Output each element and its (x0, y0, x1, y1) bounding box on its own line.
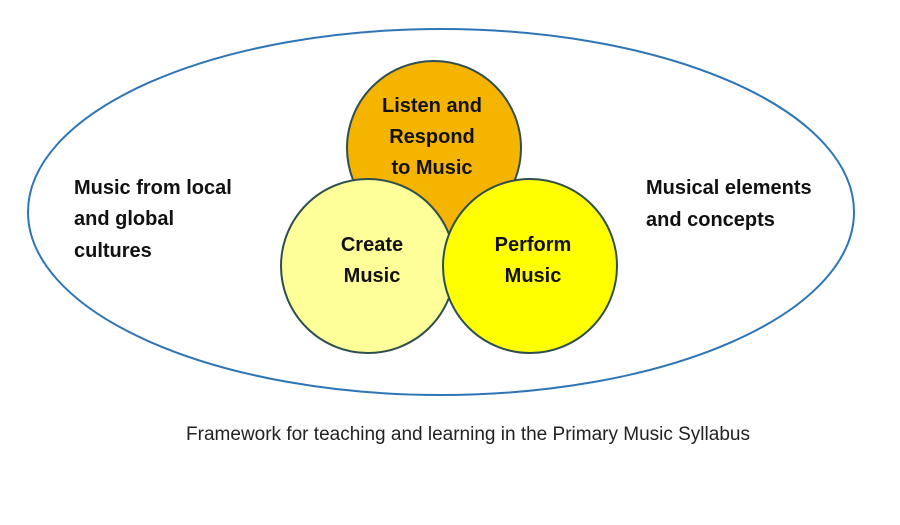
perform-music-line-1: Perform (495, 234, 572, 256)
listen-respond-line-1: Listen and (382, 95, 482, 117)
perform-music-line-2: Music (505, 265, 562, 287)
outer-context-ellipse (27, 28, 855, 396)
left-context-line-3: cultures (74, 240, 152, 262)
left-context-line-1: Music from local (74, 177, 232, 199)
perform-music-circle (442, 178, 618, 354)
left-context-line-2: and global (74, 208, 174, 230)
diagram-caption: Framework for teaching and learning in t… (186, 424, 750, 445)
perform-music-label: Perform Music (495, 234, 572, 287)
create-music-line-2: Music (344, 265, 401, 287)
create-music-line-1: Create (341, 234, 403, 256)
create-music-label: Create Music (341, 234, 403, 287)
listen-respond-line-3: to Music (391, 157, 472, 179)
listen-respond-line-2: Respond (389, 126, 475, 148)
listen-respond-label: Listen and Respond to Music (382, 95, 482, 179)
right-context-label: Musical elements and concepts (646, 177, 812, 231)
right-context-line-2: and concepts (646, 209, 775, 231)
right-context-line-1: Musical elements (646, 177, 812, 199)
left-context-label: Music from local and global cultures (74, 177, 232, 262)
